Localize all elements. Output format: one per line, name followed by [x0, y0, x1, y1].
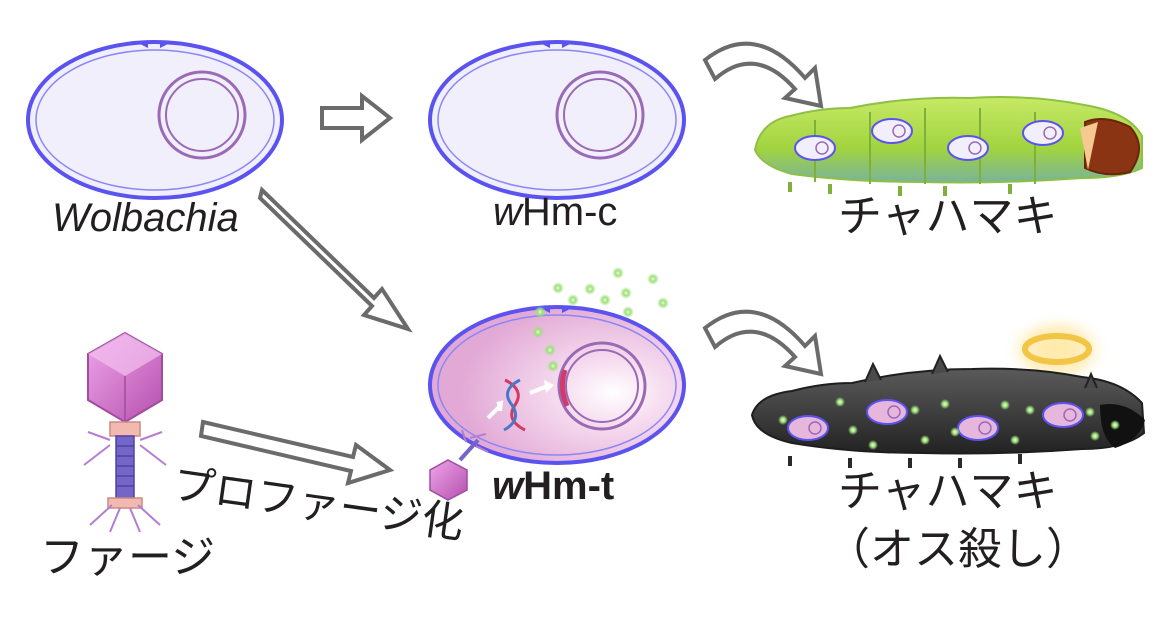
label-male-killing: （オス殺し） [826, 524, 1090, 575]
wolbachia-cell [26, 40, 284, 200]
label-phage: ファージ [40, 532, 216, 583]
whm-t-cell [428, 305, 686, 465]
hollow-arrow-icon [198, 419, 395, 486]
label-whm-t-rest: Hm-t [523, 464, 615, 508]
plasmid-ring [157, 70, 247, 160]
attached-phage-icon [429, 429, 489, 501]
curved-arrow-icon [702, 309, 824, 377]
label-whm-c: wHm-c [493, 192, 617, 232]
dark-caterpillar-icon [750, 353, 1146, 468]
label-chahamaki-killed: チャハマキ [838, 466, 1058, 517]
whm-c-cell [428, 40, 686, 200]
label-whm-t: wHm-t [492, 466, 614, 506]
dna-helix-icon [503, 378, 526, 432]
curved-arrow-icon [702, 41, 824, 109]
integrated-dna-icon [559, 369, 570, 408]
hollow-arrow-icon [320, 91, 394, 145]
label-whm-c-prefix: w [493, 190, 522, 234]
green-caterpillar-icon [753, 96, 1143, 196]
membrane-gap-icon [140, 40, 168, 48]
diagonal-arrow-icon [257, 186, 413, 333]
label-wolbachia: Wolbachia [52, 196, 239, 240]
label-chahamaki-normal: チャハマキ [838, 191, 1058, 242]
label-whm-t-prefix: w [492, 464, 524, 508]
toxin-dots [532, 267, 669, 372]
label-whm-c-rest: Hm-c [521, 190, 618, 234]
bacteriophage-icon [83, 331, 167, 533]
